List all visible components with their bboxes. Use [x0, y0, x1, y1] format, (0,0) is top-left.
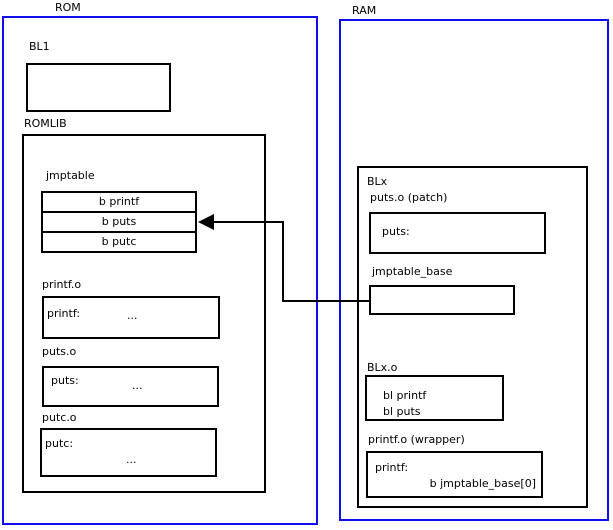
printf-wrapper-branch: b jmptable_base[0] [429, 477, 536, 490]
puts-o-label: puts.o [42, 345, 77, 358]
puts-o-box: puts: ... [42, 366, 219, 407]
puts-symbol: puts: [51, 374, 79, 387]
blx-o-box: bl printf bl puts [365, 375, 504, 421]
bl1-box [26, 63, 171, 112]
blx-o-line-bl-puts: bl puts [383, 405, 421, 418]
blx-o-line-bl-printf: bl printf [383, 389, 427, 402]
blx-label: BLx [367, 175, 388, 188]
puts-ellipsis: ... [132, 379, 143, 392]
putc-o-label: putc.o [42, 411, 77, 424]
puts-patch-label: puts.o (patch) [370, 191, 448, 204]
printf-wrapper-symbol: printf: [375, 461, 409, 474]
printf-o-label: printf.o [42, 278, 82, 291]
jmptable-row-b-printf: b printf [43, 193, 195, 213]
romlib-label: ROMLIB [24, 117, 67, 130]
puts-patch-symbol: puts: [382, 225, 410, 238]
putc-symbol: putc: [45, 437, 74, 450]
printf-wrapper-box: printf: b jmptable_base[0] [366, 451, 543, 498]
printf-wrapper-label: printf.o (wrapper) [368, 433, 465, 446]
putc-ellipsis: ... [126, 453, 137, 466]
ram-title: RAM [352, 4, 377, 17]
printf-symbol: printf: [47, 307, 81, 320]
jmptable-base-box [369, 285, 515, 315]
blx-o-label: BLx.o [367, 361, 398, 374]
printf-ellipsis: ... [127, 309, 138, 322]
printf-o-box: printf: ... [42, 296, 220, 339]
jmptable-row-b-putc: b putc [101, 235, 137, 248]
bl1-label: BL1 [29, 40, 50, 53]
puts-patch-box: puts: [369, 212, 546, 254]
putc-o-box: putc: ... [40, 428, 217, 477]
jmptable-label: jmptable [46, 169, 95, 182]
jmptable-base-label: jmptable_base [372, 265, 453, 278]
jmptable-table: b printf b puts b putc [41, 191, 197, 253]
rom-title: ROM [55, 1, 81, 14]
jmptable-row-b-puts: b puts [43, 213, 195, 233]
